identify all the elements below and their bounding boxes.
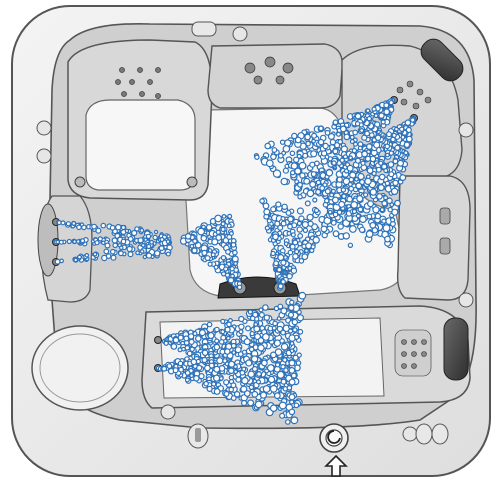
control-knob-pointer — [195, 428, 201, 442]
seat-top-center — [208, 44, 342, 108]
lounger-jet-1 — [155, 337, 162, 344]
top-rim-latch — [192, 22, 216, 36]
seat-top-left-cushion — [86, 100, 195, 190]
seat-right — [398, 176, 470, 300]
filter-lid-bottom-left — [32, 326, 128, 410]
headrest-pillow-lounger — [444, 318, 468, 380]
seat-top-left-bolt-1 — [75, 177, 85, 187]
lounger-foot-jets — [395, 330, 431, 376]
seat-top-left-bolt-2 — [187, 177, 197, 187]
